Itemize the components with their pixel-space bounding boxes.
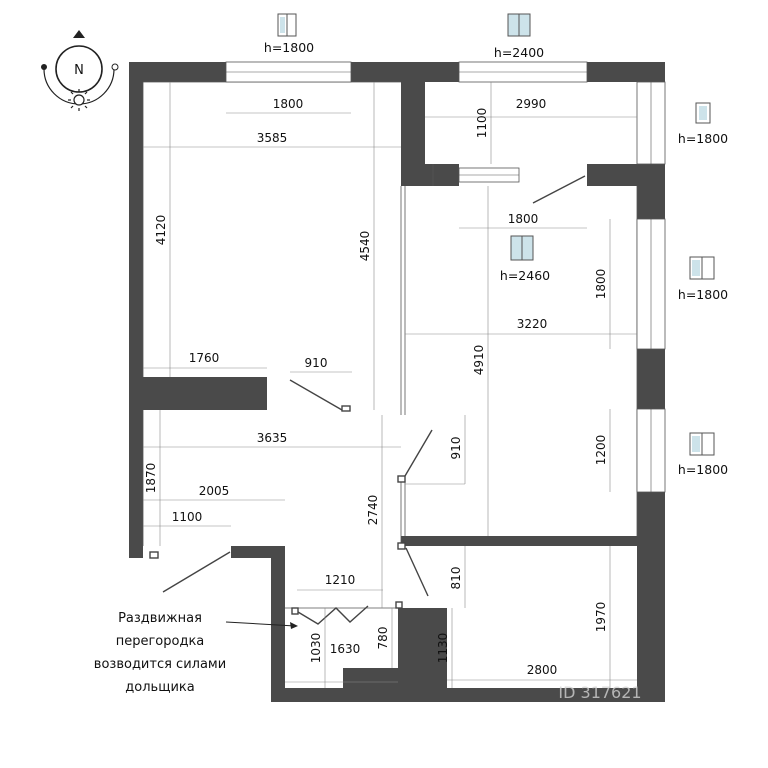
dim-hall-inner: 2005 [199, 484, 230, 498]
wall-right-3 [637, 492, 665, 698]
wall-bedroom-bottom [143, 377, 267, 410]
window-icon-w4 [510, 235, 534, 261]
dim-balcony-door: 1800 [508, 212, 539, 226]
dim-window-right-mid: 1800 [594, 269, 608, 300]
walls [129, 62, 665, 702]
dim-kitchen-wall: 1130 [436, 633, 450, 664]
window-label-w5: h=1800 [678, 287, 728, 302]
wall-right-1 [637, 164, 665, 219]
door-kitchen [405, 547, 429, 597]
dim-hall-width: 3635 [257, 431, 288, 445]
compass: N [41, 30, 119, 111]
dim-storage-depth: 1100 [475, 108, 489, 139]
dim-bath-height: 1030 [309, 633, 323, 664]
sun-icon [68, 89, 90, 111]
dimension-lines [143, 82, 637, 688]
door-bedroom [289, 379, 343, 411]
window-label-w1: h=1800 [264, 40, 314, 55]
window-icon-w5 [689, 256, 715, 280]
sunset-marker-icon [111, 63, 119, 71]
dim-kitchen-height: 1970 [594, 602, 608, 633]
wall-storage-bottom-left [401, 164, 459, 186]
note-line-1: Раздвижная [118, 611, 202, 626]
window-icon-w3 [695, 102, 711, 124]
dimension-labels: 1800 3585 2990 1100 4120 4540 1800 1800 … [144, 97, 608, 677]
dim-bedroom-height-right: 4540 [358, 231, 372, 262]
dim-bath-width: 1210 [325, 573, 356, 587]
door-entrance [162, 551, 231, 593]
wall-bath-right [398, 608, 433, 688]
note-arrow-icon [290, 622, 298, 629]
window-label-w4: h=2460 [500, 268, 550, 283]
note-line-4: дольщика [125, 680, 194, 695]
dim-window-top-left: 1800 [273, 97, 304, 111]
wall-storage-bottom-right [587, 164, 637, 186]
sliding-partition [297, 605, 369, 625]
wall-right-2 [637, 349, 665, 409]
window-icon-w6 [689, 432, 715, 456]
door-living [404, 429, 433, 477]
watermark: ID 317621 [558, 683, 641, 702]
partitions [142, 81, 638, 609]
wall-left-outer [129, 62, 143, 558]
dim-kitchen-door: 810 [449, 567, 463, 590]
wall-kitchen-top [401, 536, 637, 546]
dim-living-height: 4910 [472, 345, 486, 376]
dim-bedroom-wall: 1760 [189, 351, 220, 365]
door-balcony [532, 175, 586, 204]
window-markers: h=1800 h=2400 h=1800 h=2460 h=1800 h=180… [264, 13, 728, 477]
note-line-3: возводится силами [94, 657, 226, 672]
window-openings [225, 61, 666, 493]
note-line-2: перегородка [116, 634, 205, 649]
window-icon-w2 [507, 13, 531, 37]
compass-label: N [74, 63, 84, 78]
wall-kitchen-left [433, 608, 447, 688]
window-label-w3: h=1800 [678, 131, 728, 146]
dim-bedroom-door: 910 [305, 356, 328, 370]
window-label-w6: h=1800 [678, 462, 728, 477]
wall-bottom [271, 688, 665, 702]
wall-bath-step [343, 668, 400, 690]
wall-top-left [129, 62, 226, 82]
dim-bath-depth: 780 [376, 627, 390, 650]
partition-note: Раздвижная перегородка возводится силами… [94, 611, 298, 695]
dim-bedroom-height: 4120 [154, 215, 168, 246]
window-icon-w1 [277, 13, 297, 37]
north-arrow-icon [73, 30, 85, 38]
dim-living-width: 3220 [517, 317, 548, 331]
dim-living-door: 910 [449, 437, 463, 460]
dim-storage-width: 2990 [516, 97, 547, 111]
dim-hall-depth: 2740 [366, 495, 380, 526]
dim-bath-length: 1630 [330, 642, 361, 656]
wall-hall-bottom [231, 546, 285, 558]
sunrise-marker-icon [41, 64, 47, 70]
wall-bath-left [271, 546, 285, 702]
dim-window-right-low: 1200 [594, 435, 608, 466]
dim-bedroom-width: 3585 [257, 131, 288, 145]
dim-kitchen-width: 2800 [527, 663, 558, 677]
doors [149, 175, 586, 625]
dim-hall-height: 1870 [144, 463, 158, 494]
wall-top-right [587, 62, 665, 82]
window-label-w2: h=2400 [494, 45, 544, 60]
dim-entrance: 1100 [172, 510, 203, 524]
note-leader-line [225, 621, 296, 627]
